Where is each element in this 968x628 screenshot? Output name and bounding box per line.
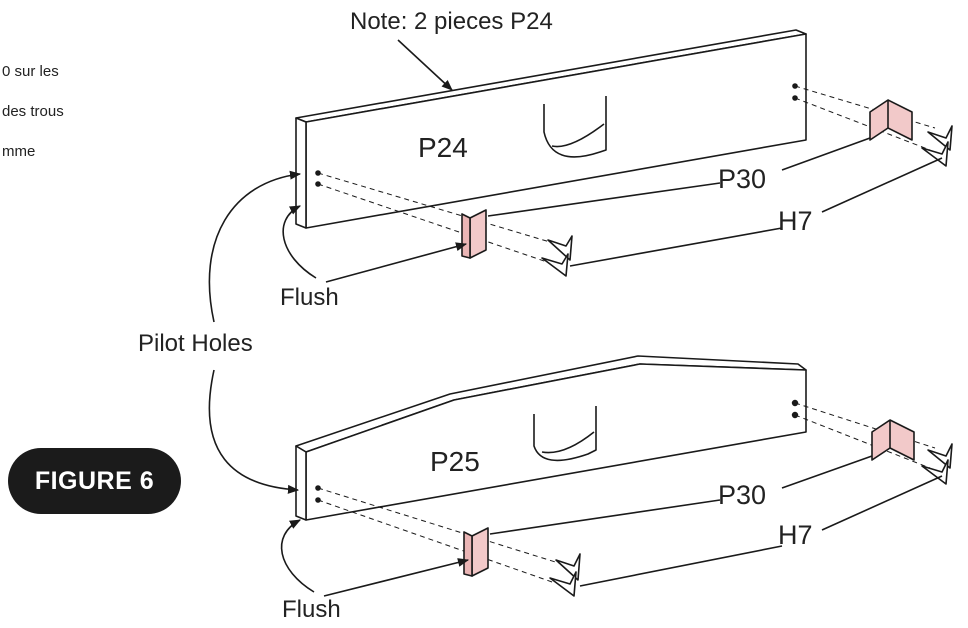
- leaders-bottom: [489, 455, 943, 587]
- bracket-p30-bottom-left: [463, 527, 489, 577]
- note-label: Note: 2 pieces P24: [350, 8, 553, 35]
- bracket-p30-top-right: [869, 99, 913, 141]
- panel-label-p24: P24: [418, 132, 468, 163]
- flush-label-top: Flush: [280, 284, 339, 311]
- side-text-line-3: mme: [2, 143, 36, 160]
- screws-top-left: [541, 235, 573, 277]
- screws-bottom-left: [549, 553, 581, 597]
- bracket-p30-top-left: [461, 209, 487, 259]
- bracket-label-p30-top: P30: [718, 164, 767, 194]
- bracket-p30-bottom-right: [871, 419, 915, 461]
- pilot-holes-label: Pilot Holes: [138, 330, 253, 357]
- figure-badge: FIGURE 6: [8, 448, 181, 514]
- bracket-label-p30-bottom: P30: [718, 480, 767, 510]
- callout-arrows: [208, 39, 470, 597]
- screw-label-h7-bottom: H7: [778, 520, 813, 550]
- screw-label-h7-top: H7: [778, 206, 813, 236]
- flush-label-bottom: Flush: [282, 596, 341, 623]
- side-text-line-1: 0 sur les: [2, 63, 59, 80]
- panel-label-p25: P25: [430, 446, 480, 477]
- leaders-top: [487, 137, 943, 267]
- side-text-line-2: des trous: [2, 103, 64, 120]
- panel-p24: [295, 29, 807, 229]
- alignment-lines-bottom: [317, 402, 936, 584]
